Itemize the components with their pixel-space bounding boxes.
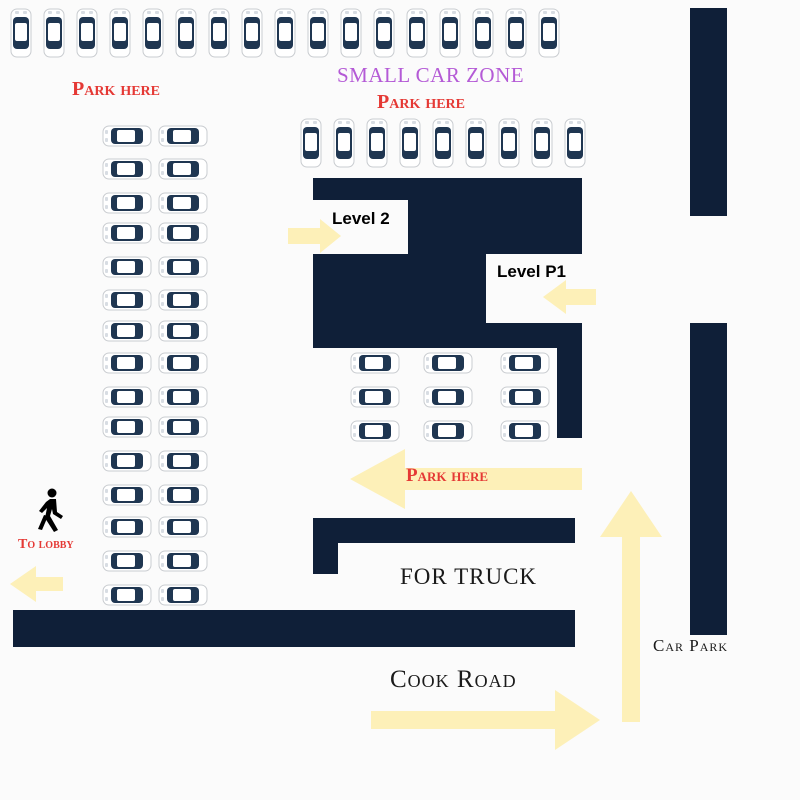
car-icon-left-column — [158, 386, 208, 408]
car-icon-left-column — [158, 125, 208, 147]
right-wall-upper — [690, 8, 727, 216]
bottom-road-wall — [13, 610, 575, 647]
car-icon-left-column — [158, 222, 208, 244]
car-icon-top-row — [340, 8, 362, 58]
car-icon-left-column — [102, 256, 152, 278]
car-icon-left-column — [158, 289, 208, 311]
car-icon-top-row — [406, 8, 428, 58]
car-icon-left-column — [158, 450, 208, 472]
car-icon-left-column — [158, 352, 208, 374]
car-icon-top-row — [10, 8, 32, 58]
car-icon-middle-bay — [350, 386, 400, 408]
car-icon-left-column — [102, 516, 152, 538]
park-here-middle-label: Park here — [406, 465, 489, 486]
car-icon-middle-bay — [500, 420, 550, 442]
car-icon-top-row — [208, 8, 230, 58]
car-icon-middle-bay — [500, 352, 550, 374]
car-icon-small-zone — [564, 118, 586, 168]
to-lobby-label: To lobby — [18, 537, 74, 552]
car-icon-left-column — [102, 352, 152, 374]
car-icon-top-row — [175, 8, 197, 58]
right-wall-lower — [690, 323, 727, 635]
car-icon-small-zone — [465, 118, 487, 168]
car-icon-left-column — [102, 158, 152, 180]
park-here-top-label: Park here — [377, 91, 466, 113]
truck-bay-wall-top — [313, 518, 575, 543]
car-icon-top-row — [274, 8, 296, 58]
car-icon-left-column — [102, 192, 152, 214]
car-bay-wall-top — [313, 323, 582, 348]
car-icon-left-column — [102, 416, 152, 438]
car-icon-middle-bay — [350, 420, 400, 442]
level-p1-label: Level P1 — [497, 262, 566, 281]
car-icon-middle-bay — [350, 352, 400, 374]
for-truck-label: FOR TRUCK — [400, 564, 538, 589]
truck-bay-wall-left — [313, 518, 338, 574]
car-icon-left-column — [102, 484, 152, 506]
car-icon-left-column — [158, 158, 208, 180]
car-icon-top-row — [43, 8, 65, 58]
small-car-zone-label: SMALL CAR ZONE — [337, 63, 525, 87]
car-icon-top-row — [538, 8, 560, 58]
car-icon-left-column — [158, 550, 208, 572]
car-icon-left-column — [158, 320, 208, 342]
car-icon-top-row — [472, 8, 494, 58]
car-icon-left-column — [102, 386, 152, 408]
car-icon-left-column — [102, 289, 152, 311]
car-icon-left-column — [158, 484, 208, 506]
car-icon-left-column — [158, 416, 208, 438]
car-icon-small-zone — [399, 118, 421, 168]
car-icon-left-column — [158, 516, 208, 538]
car-icon-top-row — [241, 8, 263, 58]
car-icon-top-row — [307, 8, 329, 58]
car-icon-left-column — [158, 192, 208, 214]
car-icon-small-zone — [432, 118, 454, 168]
car-park-label: Car Park — [653, 636, 729, 655]
car-icon-top-row — [109, 8, 131, 58]
car-icon-small-zone — [333, 118, 355, 168]
car-icon-middle-bay — [423, 352, 473, 374]
car-icon-small-zone — [300, 118, 322, 168]
car-icon-middle-bay — [423, 386, 473, 408]
level-p1-ramp-block — [313, 254, 486, 323]
car-icon-top-row — [373, 8, 395, 58]
car-icon-left-column — [158, 584, 208, 606]
car-icon-top-row — [76, 8, 98, 58]
walking-person-icon — [38, 488, 63, 532]
car-bay-wall-right — [557, 323, 582, 438]
car-icon-top-row — [142, 8, 164, 58]
car-icon-small-zone — [531, 118, 553, 168]
park-here-left-label: Park here — [72, 78, 161, 100]
cook-road-label: Cook Road — [390, 666, 517, 693]
car-icon-left-column — [102, 550, 152, 572]
car-icon-left-column — [102, 320, 152, 342]
car-icon-left-column — [102, 222, 152, 244]
level-2-label: Level 2 — [332, 209, 390, 228]
car-icon-left-column — [102, 584, 152, 606]
car-icon-middle-bay — [423, 420, 473, 442]
car-icon-small-zone — [498, 118, 520, 168]
car-icon-small-zone — [366, 118, 388, 168]
car-icon-top-row — [505, 8, 527, 58]
car-icon-left-column — [102, 450, 152, 472]
car-icon-top-row — [439, 8, 461, 58]
car-icon-middle-bay — [500, 386, 550, 408]
car-icon-left-column — [102, 125, 152, 147]
car-icon-left-column — [158, 256, 208, 278]
